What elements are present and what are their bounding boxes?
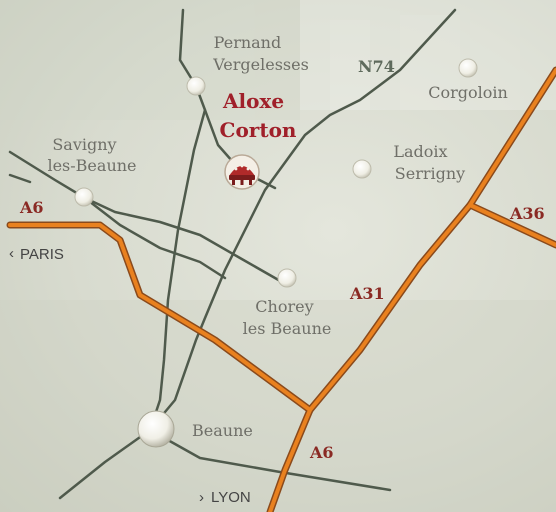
road-labels: N74 A6 A31 A36 A6 [19, 57, 545, 462]
road-beaune-southwest [58, 428, 152, 500]
beaune-dot[interactable] [137, 410, 175, 448]
a6-south-label: A6 [309, 443, 334, 462]
highway-a6-south [268, 408, 312, 512]
highway-a31 [308, 68, 556, 412]
corgoloin-label: Corgoloin [428, 83, 508, 102]
chorey-dot[interactable] [277, 268, 297, 288]
beaune-label: Beaune [192, 421, 253, 440]
road-beaune-southeast [148, 428, 392, 492]
highways [6, 66, 556, 512]
a31-label: A31 [349, 284, 385, 303]
road-n74 [148, 8, 457, 432]
corgoloin-dot[interactable] [458, 58, 478, 78]
paris-arrow-icon: ‹ [9, 245, 14, 262]
savigny-dot[interactable] [74, 187, 94, 207]
savigny-label: Savigny les-Beaune [47, 135, 136, 175]
a6-west-label: A6 [19, 198, 44, 217]
a36-label: A36 [509, 204, 545, 223]
chorey-label: Chorey les Beaune [243, 297, 332, 338]
wine-press-marker-icon[interactable] [224, 154, 260, 190]
aloxe-corton-label: Aloxe Corton [220, 89, 297, 142]
road-savigny-south [83, 196, 227, 280]
lyon-arrow-icon: › [199, 489, 204, 506]
n74-label: N74 [358, 57, 395, 76]
direction-labels: ‹ PARIS › LYON [9, 245, 251, 506]
town-labels: Pernand Vergelesses Aloxe Corton Corgolo… [47, 33, 507, 440]
road-savigny [8, 150, 284, 284]
paris-label: PARIS [20, 246, 64, 263]
highway-a6 [8, 223, 312, 412]
road-north-vertical [148, 8, 207, 432]
ladoix-label: Ladoix Serrigny [393, 142, 465, 183]
pernand-label: Pernand Vergelesses [212, 33, 309, 74]
road-west-edge [8, 173, 32, 184]
ladoix-dot[interactable] [352, 159, 372, 179]
pernand-dot[interactable] [186, 76, 206, 96]
highway-a36 [468, 203, 556, 247]
lyon-label: LYON [211, 489, 251, 506]
town-markers [74, 58, 478, 448]
